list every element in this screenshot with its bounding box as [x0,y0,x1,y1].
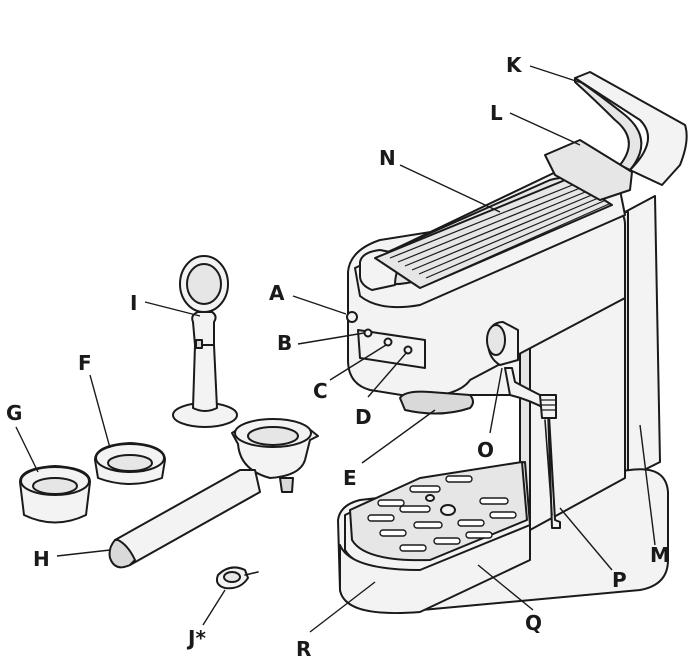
group-head [399,390,474,415]
control-panel [346,311,426,369]
cleaning-disc [215,566,259,590]
callout-i: I [130,291,137,315]
callout-r: R [296,637,311,661]
callout-o: O [477,438,494,462]
callout-d: D [355,405,372,429]
one-cup-button [363,328,373,338]
cup-warming-grill [374,177,613,289]
callout-labels: A B C D E F G H I J* K L N M O P Q R [6,53,670,661]
single-filter-basket [19,465,91,524]
callout-f: F [78,351,92,375]
callout-c: C [313,379,328,403]
steam-knob [486,321,519,366]
callout-a: A [269,281,285,305]
water-tank-opening [544,139,633,201]
callout-p: P [612,568,627,592]
portafilter [108,418,319,569]
steam-button [403,345,413,355]
callout-j: J* [186,626,206,650]
callout-e: E [343,466,357,490]
callout-q: Q [525,611,542,635]
leader-lines [15,65,656,633]
callout-n: N [379,146,396,170]
callout-h: H [33,547,50,571]
callout-g: G [6,401,22,425]
callout-m: M [650,543,670,567]
callout-k: K [506,53,523,77]
steam-wand [504,367,561,529]
tamper [172,255,238,428]
callout-b: B [277,331,292,355]
two-cup-button [383,337,393,347]
callout-l: L [490,101,503,125]
double-filter-basket [94,442,166,485]
power-button [346,311,358,323]
